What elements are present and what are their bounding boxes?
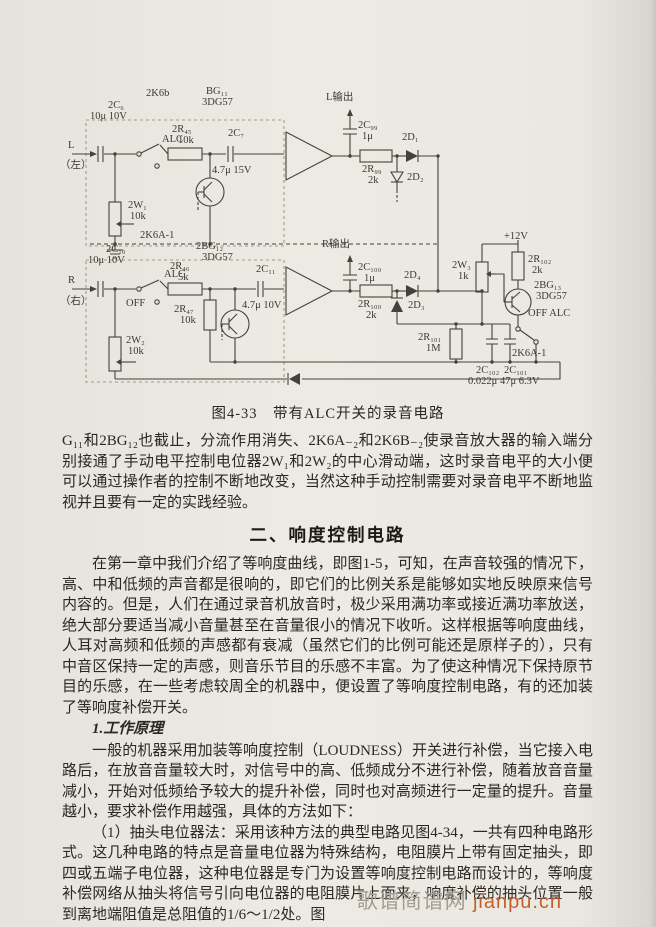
- circuit-label: 2C₁₁: [256, 264, 276, 275]
- circuit-label: 2BG₁₂: [196, 241, 224, 252]
- paragraph-continuation: G₁₁和2BG₁₂也截止，分流作用消失、2K6A₋₂和2K6B₋₂使录音放大器的…: [62, 433, 593, 511]
- circuit-label: 2C₁₀₁: [504, 365, 528, 376]
- circuit-label: ALC: [164, 269, 185, 280]
- circuit-label: R输出: [322, 239, 351, 250]
- circuit-label: 4.7μ 10V: [242, 300, 282, 311]
- circuit-label: 1k: [458, 271, 469, 282]
- circuit-label: 2C₉₉: [358, 120, 378, 131]
- subsection-heading: 1.工作原理: [92, 721, 164, 737]
- circuit-label: R: [68, 275, 76, 286]
- circuit-label: 2D₂: [407, 172, 424, 183]
- watermark-site-url: jianpu.cn: [472, 891, 562, 913]
- circuit-label: 2R₄₅: [172, 124, 192, 135]
- circuit-label: OFF: [126, 298, 146, 309]
- circuit-label: 2D₃: [408, 300, 425, 311]
- paragraph-working-principle: 一般的机器采用加装等响度控制（LOUDNESS）开关进行补偿，当它接入电路后，在…: [62, 742, 593, 821]
- paragraph-method-tapped-pot: （1）抽头电位器法：采用该种方法的典型电路见图4-34，一共有四种电路形式。这几…: [62, 824, 593, 923]
- paragraph-loudness-intro: 在第一章中我们介绍了等响度曲线，即图1-5，可知，在声音较强的情况下，高、中和低…: [62, 556, 593, 716]
- circuit-label: 1μ: [362, 131, 373, 142]
- circuit-label: 5k: [178, 272, 189, 283]
- watermark-site-name: 歌谱简谱网: [356, 889, 467, 913]
- circuit-diagram-recording-alc: [72, 109, 561, 385]
- circuit-label: L输出: [326, 92, 354, 103]
- circuit-label: 3DG57: [202, 252, 233, 263]
- circuit-label: 2D₄: [404, 270, 421, 281]
- circuit-label: 2R₁₀₀: [358, 299, 382, 310]
- circuit-label: 2C₁₀: [106, 244, 126, 255]
- circuit-label: 47μ 6.3V: [500, 376, 540, 387]
- circuit-label: 2K6A-1: [140, 230, 175, 241]
- circuit-label: 2C₇: [228, 128, 244, 139]
- circuit-label: 2W₁: [128, 200, 147, 211]
- circuit-label: 2k: [366, 310, 377, 321]
- circuit-label: OFF ALC: [528, 308, 571, 319]
- circuit-label: 2C₆: [108, 100, 124, 111]
- circuit-label: 2D₁: [402, 132, 419, 143]
- circuit-label: 2R₁₀₁: [418, 332, 442, 343]
- circuit-label: +12V: [504, 231, 529, 242]
- circuit-label: 2R₄₆: [170, 261, 190, 272]
- circuit-label: 2K6b: [146, 88, 170, 99]
- circuit-label: 2R₉₉: [362, 164, 382, 175]
- circuit-label: 2K6A-1: [512, 348, 547, 359]
- circuit-label: 10μ 10V: [90, 111, 127, 122]
- circuit-label: 2R₁₀₂: [528, 254, 552, 265]
- circuit-label: 2k: [368, 175, 379, 186]
- circuit-label: 2W₃: [452, 260, 471, 271]
- watermark: 歌谱简谱网 jianpu.cn: [357, 885, 562, 915]
- circuit-label: 10k: [128, 346, 144, 357]
- circuit-label: （右）: [60, 296, 92, 307]
- circuit-label: BG₁₁: [206, 86, 228, 97]
- circuit-label: 2C₁₀₂: [476, 365, 500, 376]
- circuit-label: 3DG57: [202, 97, 233, 108]
- circuit-label: （左）: [60, 160, 92, 171]
- circuit-label: 1μ: [364, 273, 375, 284]
- circuit-label: 1M: [426, 343, 441, 354]
- circuit-label: 4.7μ 15V: [212, 165, 252, 176]
- circuit-label: 10k: [130, 211, 146, 222]
- circuit-label: L: [68, 140, 75, 151]
- circuit-label: 0.022μ: [468, 376, 498, 387]
- figure-caption: 图4-33 带有ALC开关的录音电路: [211, 406, 445, 422]
- circuit-label: 2C₁₀₀: [358, 262, 382, 273]
- circuit-label: 3DG57: [536, 291, 567, 302]
- circuit-label: 10k: [180, 315, 196, 326]
- section-heading: 二、响度控制电路: [249, 525, 406, 545]
- circuit-label: 2R₄₇: [174, 304, 194, 315]
- circuit-label: 2k: [532, 265, 543, 276]
- circuit-label: ALC: [162, 134, 183, 145]
- circuit-label: 10μ 10V: [88, 255, 125, 266]
- circuit-label: 2BG₁₃: [534, 280, 562, 291]
- text-column: G₁₁和2BG₁₂也截止，分流作用消失、2K6A₋₂和2K6B₋₂使录音放大器的…: [0, 431, 656, 925]
- circuit-label: 2W₂: [126, 335, 145, 346]
- circuit-label: 10k: [178, 135, 194, 146]
